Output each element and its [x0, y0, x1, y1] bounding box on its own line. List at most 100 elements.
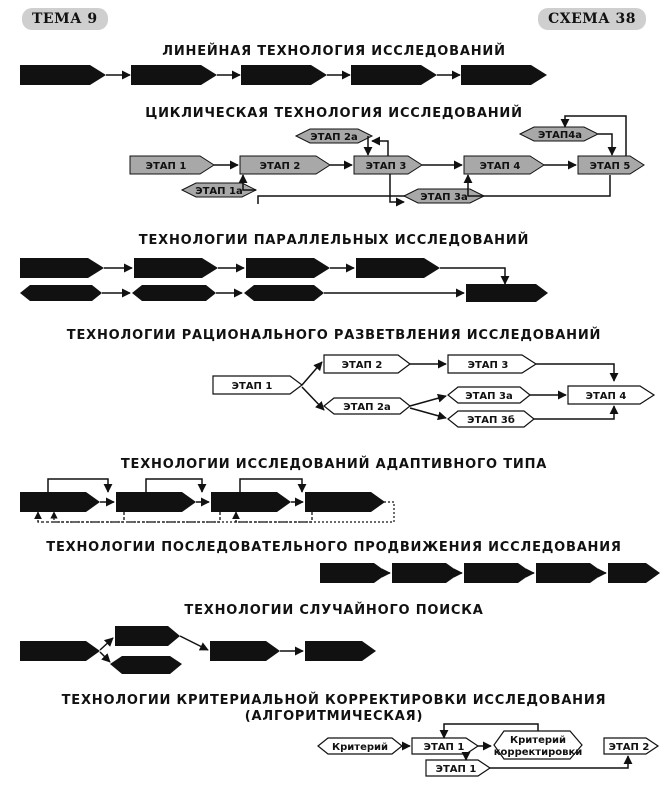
adaptive-title: ТЕХНОЛОГИИ ИССЛЕДОВАНИЙ АДАПТИВНОГО ТИПА	[120, 457, 548, 472]
criterion-label: Критерий	[332, 742, 388, 753]
random-lower-stage	[110, 656, 182, 674]
criterial-stage-1b-label: ЭТАП 1	[436, 764, 477, 775]
parallel-bottom-3	[244, 285, 324, 301]
correction-criterion-line-2: корректировки	[494, 747, 583, 758]
adaptive-stage-2	[116, 492, 196, 512]
cyclic-stage-2a-shape	[294, 128, 374, 144]
sequential-title: ТЕХНОЛОГИИ ПОСЛЕДОВАТЕЛЬНОГО ПРОДВИЖЕНИЯ…	[46, 540, 622, 555]
adaptive-stage-3	[211, 492, 291, 512]
cyclic-stage-3-shape	[353, 155, 423, 175]
cyclic-loop-3a-1a-connector	[257, 195, 405, 204]
random-arrow-upper-mid	[179, 635, 209, 651]
adaptive-feedback-3	[232, 511, 313, 523]
rational-stage-2a-label: ЭТАП 2а	[343, 402, 390, 413]
sequential-stage-3	[464, 563, 532, 583]
adaptive-diagram	[20, 478, 395, 523]
parallel-final-stage	[466, 284, 548, 302]
rational-stage-3a-label: ЭТАП 3а	[465, 391, 512, 402]
random-arrow-start-lower	[99, 651, 111, 663]
cyclic-loop-5-3a-connector	[484, 175, 611, 197]
cyclic-loop-5-4a	[560, 115, 627, 156]
rational-arrow-3b-4	[534, 405, 619, 420]
sequential-stage-1	[320, 563, 388, 583]
adaptive-feedback-1	[34, 511, 125, 523]
rational-stage-3b-label: ЭТАП 3б	[467, 414, 515, 426]
parallel-top-3	[246, 258, 330, 278]
parallel-diagram	[20, 258, 548, 302]
topic-label: ТЕМА 9	[22, 8, 108, 30]
criterial-stage-2-label: ЭТАП 2	[609, 742, 650, 753]
adaptive-stage-4	[305, 492, 385, 512]
linear-stage-2	[131, 65, 217, 85]
random-start-stage	[20, 641, 100, 661]
linear-title: ЛИНЕЙНАЯ ТЕХНОЛОГИЯ ИССЛЕДОВАНИЙ	[162, 44, 506, 59]
cyclic-stage-4-shape	[463, 155, 545, 175]
adaptive-stage-1	[20, 492, 100, 512]
rational-stage-2-label: ЭТАП 2	[342, 360, 383, 371]
criterial-diagram: Критерий ЭТАП 1 Критерий корректировки Э…	[317, 723, 660, 777]
parallel-title: ТЕХНОЛОГИИ ПАРАЛЛЕЛЬНЫХ ИССЛЕДОВАНИЙ	[138, 233, 530, 248]
parallel-top-to-final	[440, 267, 510, 285]
cyclic-loop-4a-5	[598, 133, 617, 156]
correction-criterion-shape	[493, 730, 583, 760]
adaptive-top-loop-2	[145, 478, 207, 493]
rational-arrow-2a-3a	[409, 393, 447, 407]
parallel-top-4	[356, 258, 440, 278]
cyclic-stage-1a-label: ЭТАП 1а	[195, 186, 242, 197]
cyclic-stage-1-label: ЭТАП 1	[146, 161, 187, 172]
cyclic-loop-1a-2	[238, 174, 256, 191]
random-end-stage	[305, 641, 376, 661]
rational-stage-3-shape	[447, 354, 538, 374]
rational-title: ТЕХНОЛОГИИ РАЦИОНАЛЬНОГО РАЗВЕТВЛЕНИЯ ИС…	[66, 328, 602, 343]
linear-stage-3	[241, 65, 327, 85]
random-title: ТЕХНОЛОГИИ СЛУЧАЙНОГО ПОИСКА	[184, 603, 484, 618]
sequential-stage-2	[392, 563, 460, 583]
adaptive-feedback-long	[50, 501, 395, 523]
adaptive-top-loop-1	[47, 478, 113, 493]
parallel-top-1	[20, 258, 104, 278]
rational-diagram: ЭТАП 1 ЭТАП 2 ЭТАП 3 ЭТАП 2а ЭТАП 3а ЭТА…	[212, 354, 656, 428]
cyclic-stage-4-label: ЭТАП 4	[480, 161, 521, 172]
cyclic-title: ЦИКЛИЧЕСКАЯ ТЕХНОЛОГИЯ ИССЛЕДОВАНИЙ	[145, 106, 523, 121]
sequential-stage-4	[536, 563, 604, 583]
criterial-subtitle: (АЛГОРИТМИЧЕСКАЯ)	[244, 709, 424, 724]
scheme-label: СХЕМА 38	[538, 8, 646, 30]
adaptive-feedback-2	[128, 512, 221, 523]
rational-stage-4-label: ЭТАП 4	[586, 391, 627, 402]
parallel-bottom-1	[20, 285, 102, 301]
cyclic-diagram: ЭТАП 1 ЭТАП 2 ЭТАП 3 ЭТАП 4 ЭТАП 5 ЭТАП …	[129, 115, 645, 207]
cyclic-stage-3-label: ЭТАП 3	[366, 161, 407, 172]
linear-stage-5	[461, 65, 547, 85]
criterial-arrow-stage1b-stage2	[490, 755, 633, 769]
rational-stage-1-shape	[212, 375, 303, 395]
rational-arrow-3-4	[536, 363, 619, 382]
linear-diagram	[20, 65, 547, 85]
cyclic-loop-3-3a	[389, 174, 405, 207]
cyclic-stage-2-label: ЭТАП 2	[260, 161, 301, 172]
random-diagram	[20, 626, 376, 674]
cyclic-stage-2-shape	[239, 155, 331, 175]
criterial-stage-1-shape	[411, 737, 480, 755]
random-mid-stage	[210, 641, 280, 661]
cyclic-stage-2a-label: ЭТАП 2а	[310, 132, 357, 143]
criterial-stage-1-label: ЭТАП 1	[424, 742, 465, 753]
criterial-stage-2-shape	[603, 737, 660, 755]
sequential-stage-5	[608, 563, 660, 583]
cyclic-stage-5-label: ЭТАП 5	[590, 161, 631, 172]
random-arrow-start-upper	[99, 637, 114, 651]
cyclic-loop-3a-4	[463, 174, 484, 197]
cyclic-stage-3a-label: ЭТАП 3а	[420, 192, 467, 203]
linear-stage-1	[20, 65, 106, 85]
rational-stage-1-label: ЭТАП 1	[232, 381, 273, 392]
criterial-title: ТЕХНОЛОГИИ КРИТЕРИАЛЬНОЙ КОРРЕКТИРОВКИ И…	[61, 693, 607, 708]
cyclic-stage-4a-label: ЭТАП4а	[538, 130, 582, 141]
parallel-bottom-2	[132, 285, 216, 301]
linear-stage-4	[351, 65, 437, 85]
correction-criterion-line-1: Критерий	[510, 735, 566, 746]
rational-stage-2-shape	[323, 354, 411, 374]
rational-stage-3-label: ЭТАП 3	[468, 360, 509, 371]
cyclic-loop-3-2a	[371, 136, 389, 156]
cyclic-stage-1-shape	[129, 155, 215, 175]
